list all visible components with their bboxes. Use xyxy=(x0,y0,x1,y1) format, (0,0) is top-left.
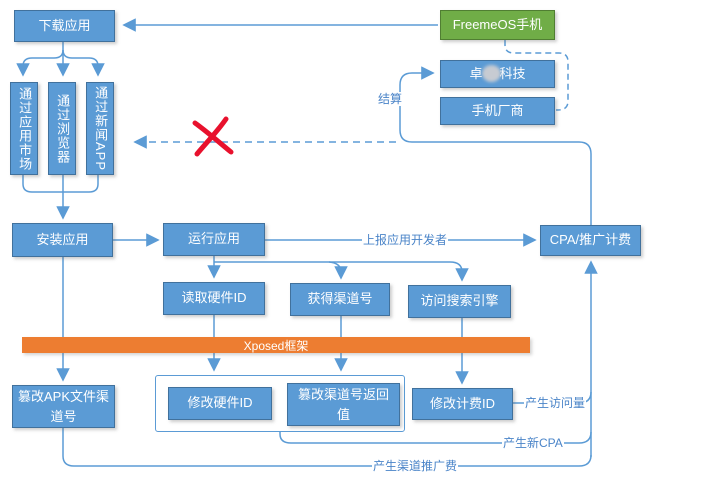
node-read-hwid-label: 读取硬件ID xyxy=(181,290,247,306)
node-cpa-billing-label: CPA/推广计费 xyxy=(549,232,632,248)
censor-blur-blob xyxy=(481,64,501,82)
node-freemeos-phone-label: FreemeOS手机 xyxy=(452,16,543,32)
node-visit-search: 访问搜索引擎 xyxy=(408,285,511,318)
node-via-market: 通过应用市场 xyxy=(10,82,38,175)
node-modify-billing-id-label: 修改计费ID xyxy=(429,395,495,411)
node-zhuo-tech-label: 卓科技 xyxy=(469,64,526,83)
xposed-framework-bar-label: Xposed框架 xyxy=(243,338,309,353)
edge-market-merge xyxy=(22,175,63,193)
label-generate-channel-fee: 产生渠道推广费 xyxy=(372,459,459,473)
edge-news-merge xyxy=(63,175,99,193)
edge-tamperapk-channelfee xyxy=(62,428,592,467)
node-via-news-label: 通过新闻APP xyxy=(93,85,109,171)
node-install-app-label: 安装应用 xyxy=(36,231,89,247)
node-install-app: 安装应用 xyxy=(12,223,113,257)
node-zhuo-tech: 卓科技 xyxy=(440,60,555,88)
node-download-app-label: 下载应用 xyxy=(38,17,91,33)
edge-run-to-channel xyxy=(328,261,348,280)
label-generate-traffic: 产生访问量 xyxy=(524,396,587,410)
blocked-cross-icon xyxy=(192,116,234,157)
node-read-hwid: 读取硬件ID xyxy=(163,282,265,315)
label-report-developer: 上报应用开发者 xyxy=(362,233,449,247)
node-freemeos-phone: FreemeOS手机 xyxy=(440,10,555,40)
node-tamper-apk-channel-label: 篡改APK文件渠道号 xyxy=(17,389,109,424)
edge-download-to-market xyxy=(16,49,64,77)
node-cpa-billing: CPA/推广计费 xyxy=(540,225,641,256)
node-modify-billing-id: 修改计费ID xyxy=(412,388,513,420)
node-tamper-channel-return-label: 篡改渠道号返回值 xyxy=(297,387,389,422)
zhuo-tech-suffix: 科技 xyxy=(499,65,526,81)
edge-freemeos-to-vendor-dashed xyxy=(504,40,569,111)
node-via-market-label: 通过应用市场 xyxy=(17,86,33,171)
node-modify-hwid-label: 修改硬件ID xyxy=(187,395,253,411)
node-via-news: 通过新闻APP xyxy=(86,82,114,175)
edge-download-to-news xyxy=(62,49,105,77)
zhuo-tech-prefix: 卓 xyxy=(469,65,483,81)
node-tamper-channel-return: 篡改渠道号返回值 xyxy=(287,383,400,426)
node-visit-search-label: 访问搜索引擎 xyxy=(420,293,499,309)
node-via-browser: 通过浏览器 xyxy=(48,82,76,175)
edge-group-newcpa xyxy=(279,431,592,444)
node-run-app-label: 运行应用 xyxy=(187,231,240,247)
edge-cpa-settle-zhuotech xyxy=(399,66,592,225)
node-get-channel: 获得渠道号 xyxy=(290,283,390,316)
label-generate-new-cpa: 产生新CPA xyxy=(502,436,564,450)
node-get-channel-label: 获得渠道号 xyxy=(307,291,373,307)
node-tamper-apk-channel: 篡改APK文件渠道号 xyxy=(12,385,115,428)
xposed-framework-bar: Xposed框架 xyxy=(22,337,530,353)
node-phone-vendor-label: 手机厂商 xyxy=(471,102,524,118)
label-settle: 结算 xyxy=(377,92,404,106)
node-via-browser-label: 通过浏览器 xyxy=(55,93,71,164)
node-modify-hwid: 修改硬件ID xyxy=(168,387,272,420)
edge-run-to-search xyxy=(214,261,469,282)
node-run-app: 运行应用 xyxy=(163,223,265,256)
node-phone-vendor: 手机厂商 xyxy=(440,97,555,125)
node-download-app: 下载应用 xyxy=(14,10,115,42)
